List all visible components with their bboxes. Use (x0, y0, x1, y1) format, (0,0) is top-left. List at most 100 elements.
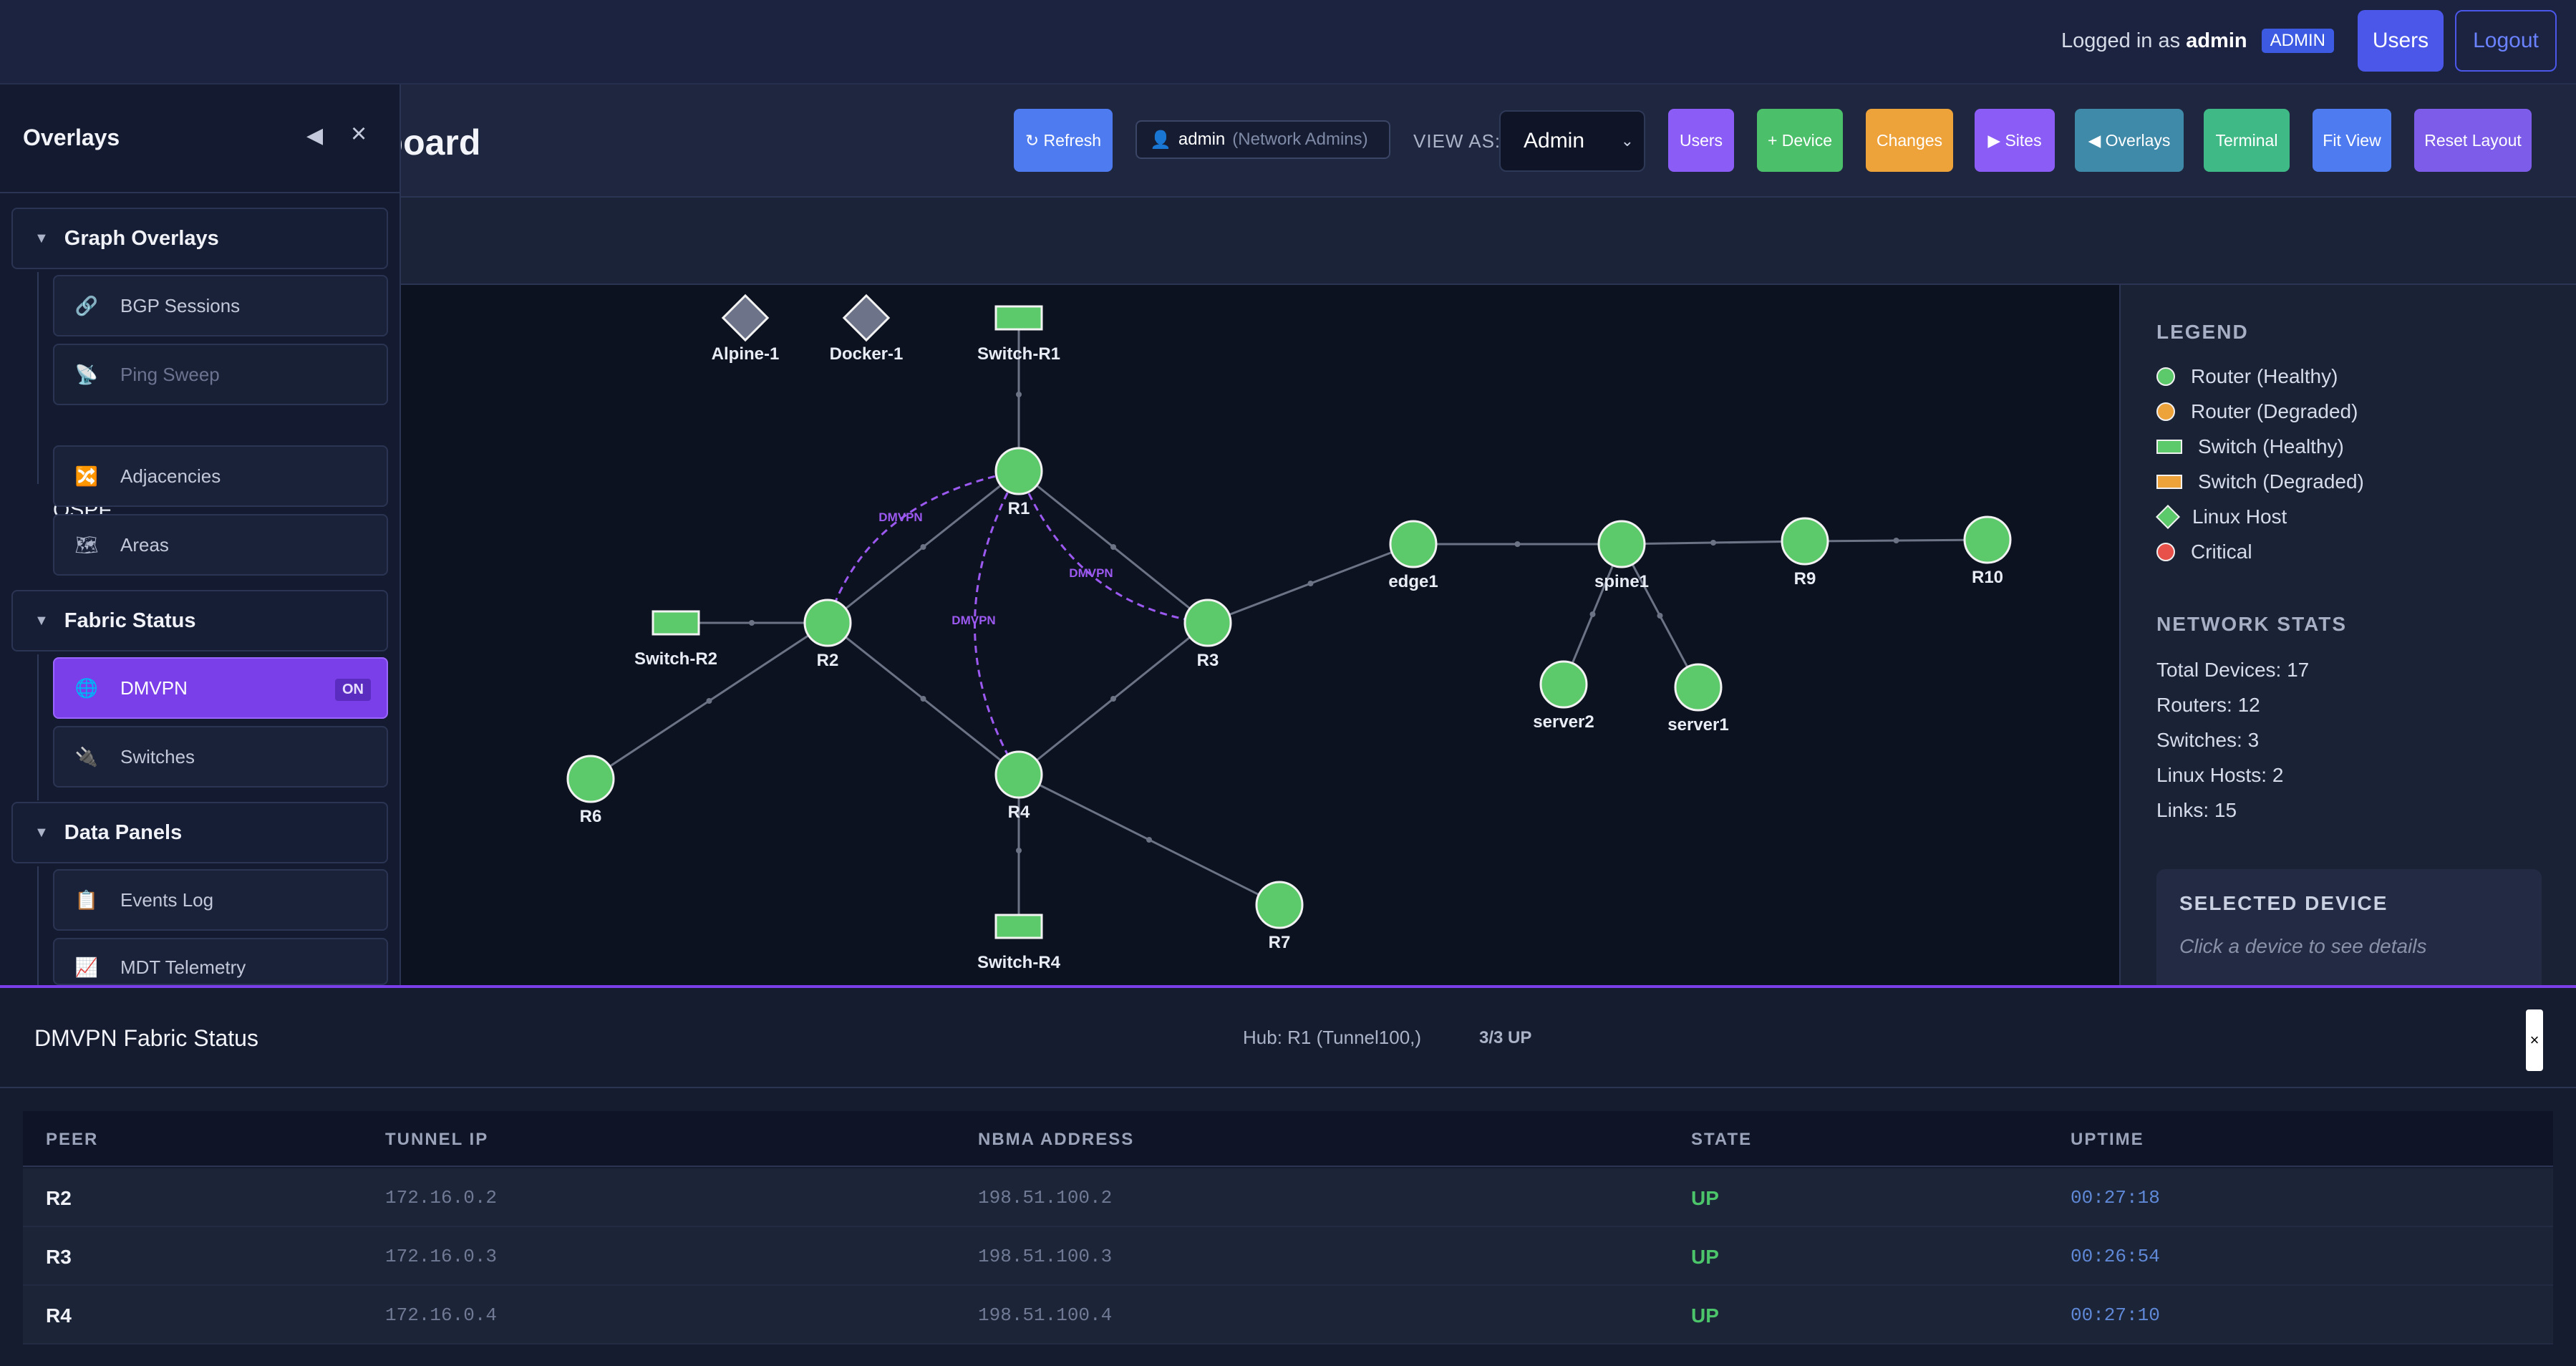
switch-healthy-icon (2156, 440, 2182, 454)
role-badge: ADMIN (2261, 29, 2334, 53)
router-node (1963, 515, 2012, 564)
cell-uptime: 00:27:10 (2071, 1304, 2160, 1326)
logout-button[interactable]: Logout (2455, 10, 2557, 72)
link-midpoint (1710, 540, 1716, 546)
router-node (1183, 599, 1232, 647)
login-username: admin (2186, 29, 2247, 52)
link-midpoint (1016, 848, 1022, 853)
overlays-title: Overlays (23, 125, 120, 150)
section-label: Graph Overlays (64, 226, 219, 250)
satellite-icon: 📡 (74, 363, 99, 385)
router-node (1597, 520, 1646, 568)
legend-label: Linux Host (2192, 505, 2287, 528)
section-graph-overlays[interactable]: ▼ Graph Overlays (11, 208, 388, 269)
login-prefix: Logged in as (2061, 29, 2181, 52)
legend-item: Switch (Healthy) (2156, 435, 2344, 458)
critical-icon (2156, 543, 2175, 561)
node-label: spine1 (1594, 572, 1649, 591)
dmvpn-panel-title: DMVPN Fabric Status (34, 1025, 258, 1051)
overlays-panel: Overlays ◀ × ▼ Graph Overlays 🔗 BGP Sess… (0, 84, 401, 985)
fit-view-button[interactable]: Fit View (2313, 109, 2391, 172)
dashboard-toolbar: hboard ↻ Refresh 👤 admin (Network Admins… (0, 84, 2576, 198)
router-node (994, 750, 1043, 799)
legend-label: Router (Healthy) (2191, 365, 2338, 387)
node-label: server2 (1533, 712, 1594, 732)
cell-uptime: 00:26:54 (2071, 1246, 2160, 1267)
cell-state: UP (1691, 1187, 1719, 1209)
node-label: server1 (1667, 715, 1728, 735)
view-as-select[interactable]: Admin ⌄ (1499, 110, 1645, 172)
section-label: Data Panels (64, 820, 183, 844)
section-rail (37, 272, 39, 484)
reset-layout-button[interactable]: Reset Layout (2414, 109, 2532, 172)
changes-button[interactable]: Changes (1866, 109, 1953, 172)
cell-tunnel-ip: 172.16.0.3 (385, 1246, 498, 1267)
add-device-button[interactable]: + Device (1757, 109, 1843, 172)
overlay-bgp-sessions[interactable]: 🔗 BGP Sessions (53, 275, 388, 336)
overlay-areas[interactable]: 🗺 Areas (53, 514, 388, 576)
node-label: R10 (1972, 568, 2003, 587)
link-midpoint (1589, 611, 1596, 617)
map-icon: 🗺 (74, 533, 99, 556)
overlay-ping-sweep[interactable]: 📡 Ping Sweep (53, 344, 388, 405)
chevron-down-icon: ⌄ (1620, 132, 1634, 150)
overlay-label: Ping Sweep (120, 363, 220, 385)
switch-degraded-icon (2156, 475, 2182, 489)
node-label: Alpine-1 (712, 344, 780, 364)
cell-nbma: 198.51.100.3 (978, 1246, 1113, 1267)
link-icon: 🔗 (74, 294, 99, 316)
cell-peer: R3 (46, 1246, 72, 1268)
overlay-switches[interactable]: 🔌 Switches (53, 726, 388, 788)
table-row[interactable]: R2 172.16.0.2 198.51.100.2 UP 00:27:18 (23, 1168, 2553, 1227)
link-midpoint (1893, 538, 1899, 543)
section-fabric-status[interactable]: ▼ Fabric Status (11, 590, 388, 651)
user-chip-group: (Network Admins) (1232, 130, 1368, 149)
shuffle-icon: 🔀 (74, 465, 99, 487)
overlays-button[interactable]: ◀ Overlays (2075, 109, 2184, 172)
overlay-label: BGP Sessions (120, 294, 241, 316)
node-label: edge1 (1388, 572, 1438, 591)
terminal-button[interactable]: Terminal (2204, 109, 2290, 172)
close-panel-button[interactable]: × (2526, 1009, 2543, 1071)
router-node (1389, 520, 1438, 568)
link-midpoint (1146, 837, 1152, 843)
linux-host-node (842, 294, 891, 342)
panel-mdt-telemetry[interactable]: 📈 MDT Telemetry (53, 938, 388, 985)
overlay-adjacencies[interactable]: 🔀 Adjacencies (53, 445, 388, 507)
legend-item: Switch (Degraded) (2156, 470, 2364, 493)
refresh-button[interactable]: ↻ Refresh (1014, 109, 1113, 172)
router-node (566, 755, 615, 803)
legend-label: Switch (Healthy) (2198, 435, 2344, 457)
node-label: R9 (1794, 569, 1816, 588)
stat-routers: Routers: 12 (2156, 694, 2260, 716)
info-panel: LEGEND Router (Healthy) Router (Degraded… (2119, 285, 2576, 1012)
node-label: Docker-1 (830, 344, 904, 364)
users-toolbar-button[interactable]: Users (1668, 109, 1734, 172)
stat-switches: Switches: 3 (2156, 729, 2260, 751)
sites-button[interactable]: ▶ Sites (1975, 109, 2055, 172)
legend-item: Router (Healthy) (2156, 365, 2338, 388)
router-degraded-icon (2156, 402, 2175, 421)
cell-tunnel-ip: 172.16.0.4 (385, 1304, 498, 1326)
close-icon[interactable]: × (351, 119, 367, 149)
collapse-left-icon[interactable]: ◀ (306, 124, 324, 147)
triangle-down-icon: ▼ (34, 612, 49, 629)
table-row[interactable]: R3 172.16.0.3 198.51.100.3 UP 00:26:54 (23, 1227, 2553, 1286)
link-midpoint (920, 696, 926, 702)
switch-node (994, 914, 1043, 939)
overlay-dmvpn[interactable]: 🌐 DMVPN ON (53, 657, 388, 719)
table-row[interactable]: R4 172.16.0.4 198.51.100.4 UP 00:27:10 (23, 1286, 2553, 1345)
legend-title: LEGEND (2156, 321, 2249, 343)
clipboard-icon: 📋 (74, 888, 99, 911)
col-uptime: UPTIME (2071, 1130, 2144, 1149)
col-tunnel-ip: TUNNEL IP (385, 1130, 489, 1149)
link-midpoint (920, 544, 926, 550)
users-button[interactable]: Users (2358, 10, 2444, 72)
link-midpoint (1514, 541, 1521, 547)
cell-state: UP (1691, 1246, 1719, 1268)
link-midpoint (1307, 581, 1314, 586)
section-data-panels[interactable]: ▼ Data Panels (11, 802, 388, 863)
link-midpoint (1657, 613, 1663, 619)
panel-events-log[interactable]: 📋 Events Log (53, 869, 388, 931)
